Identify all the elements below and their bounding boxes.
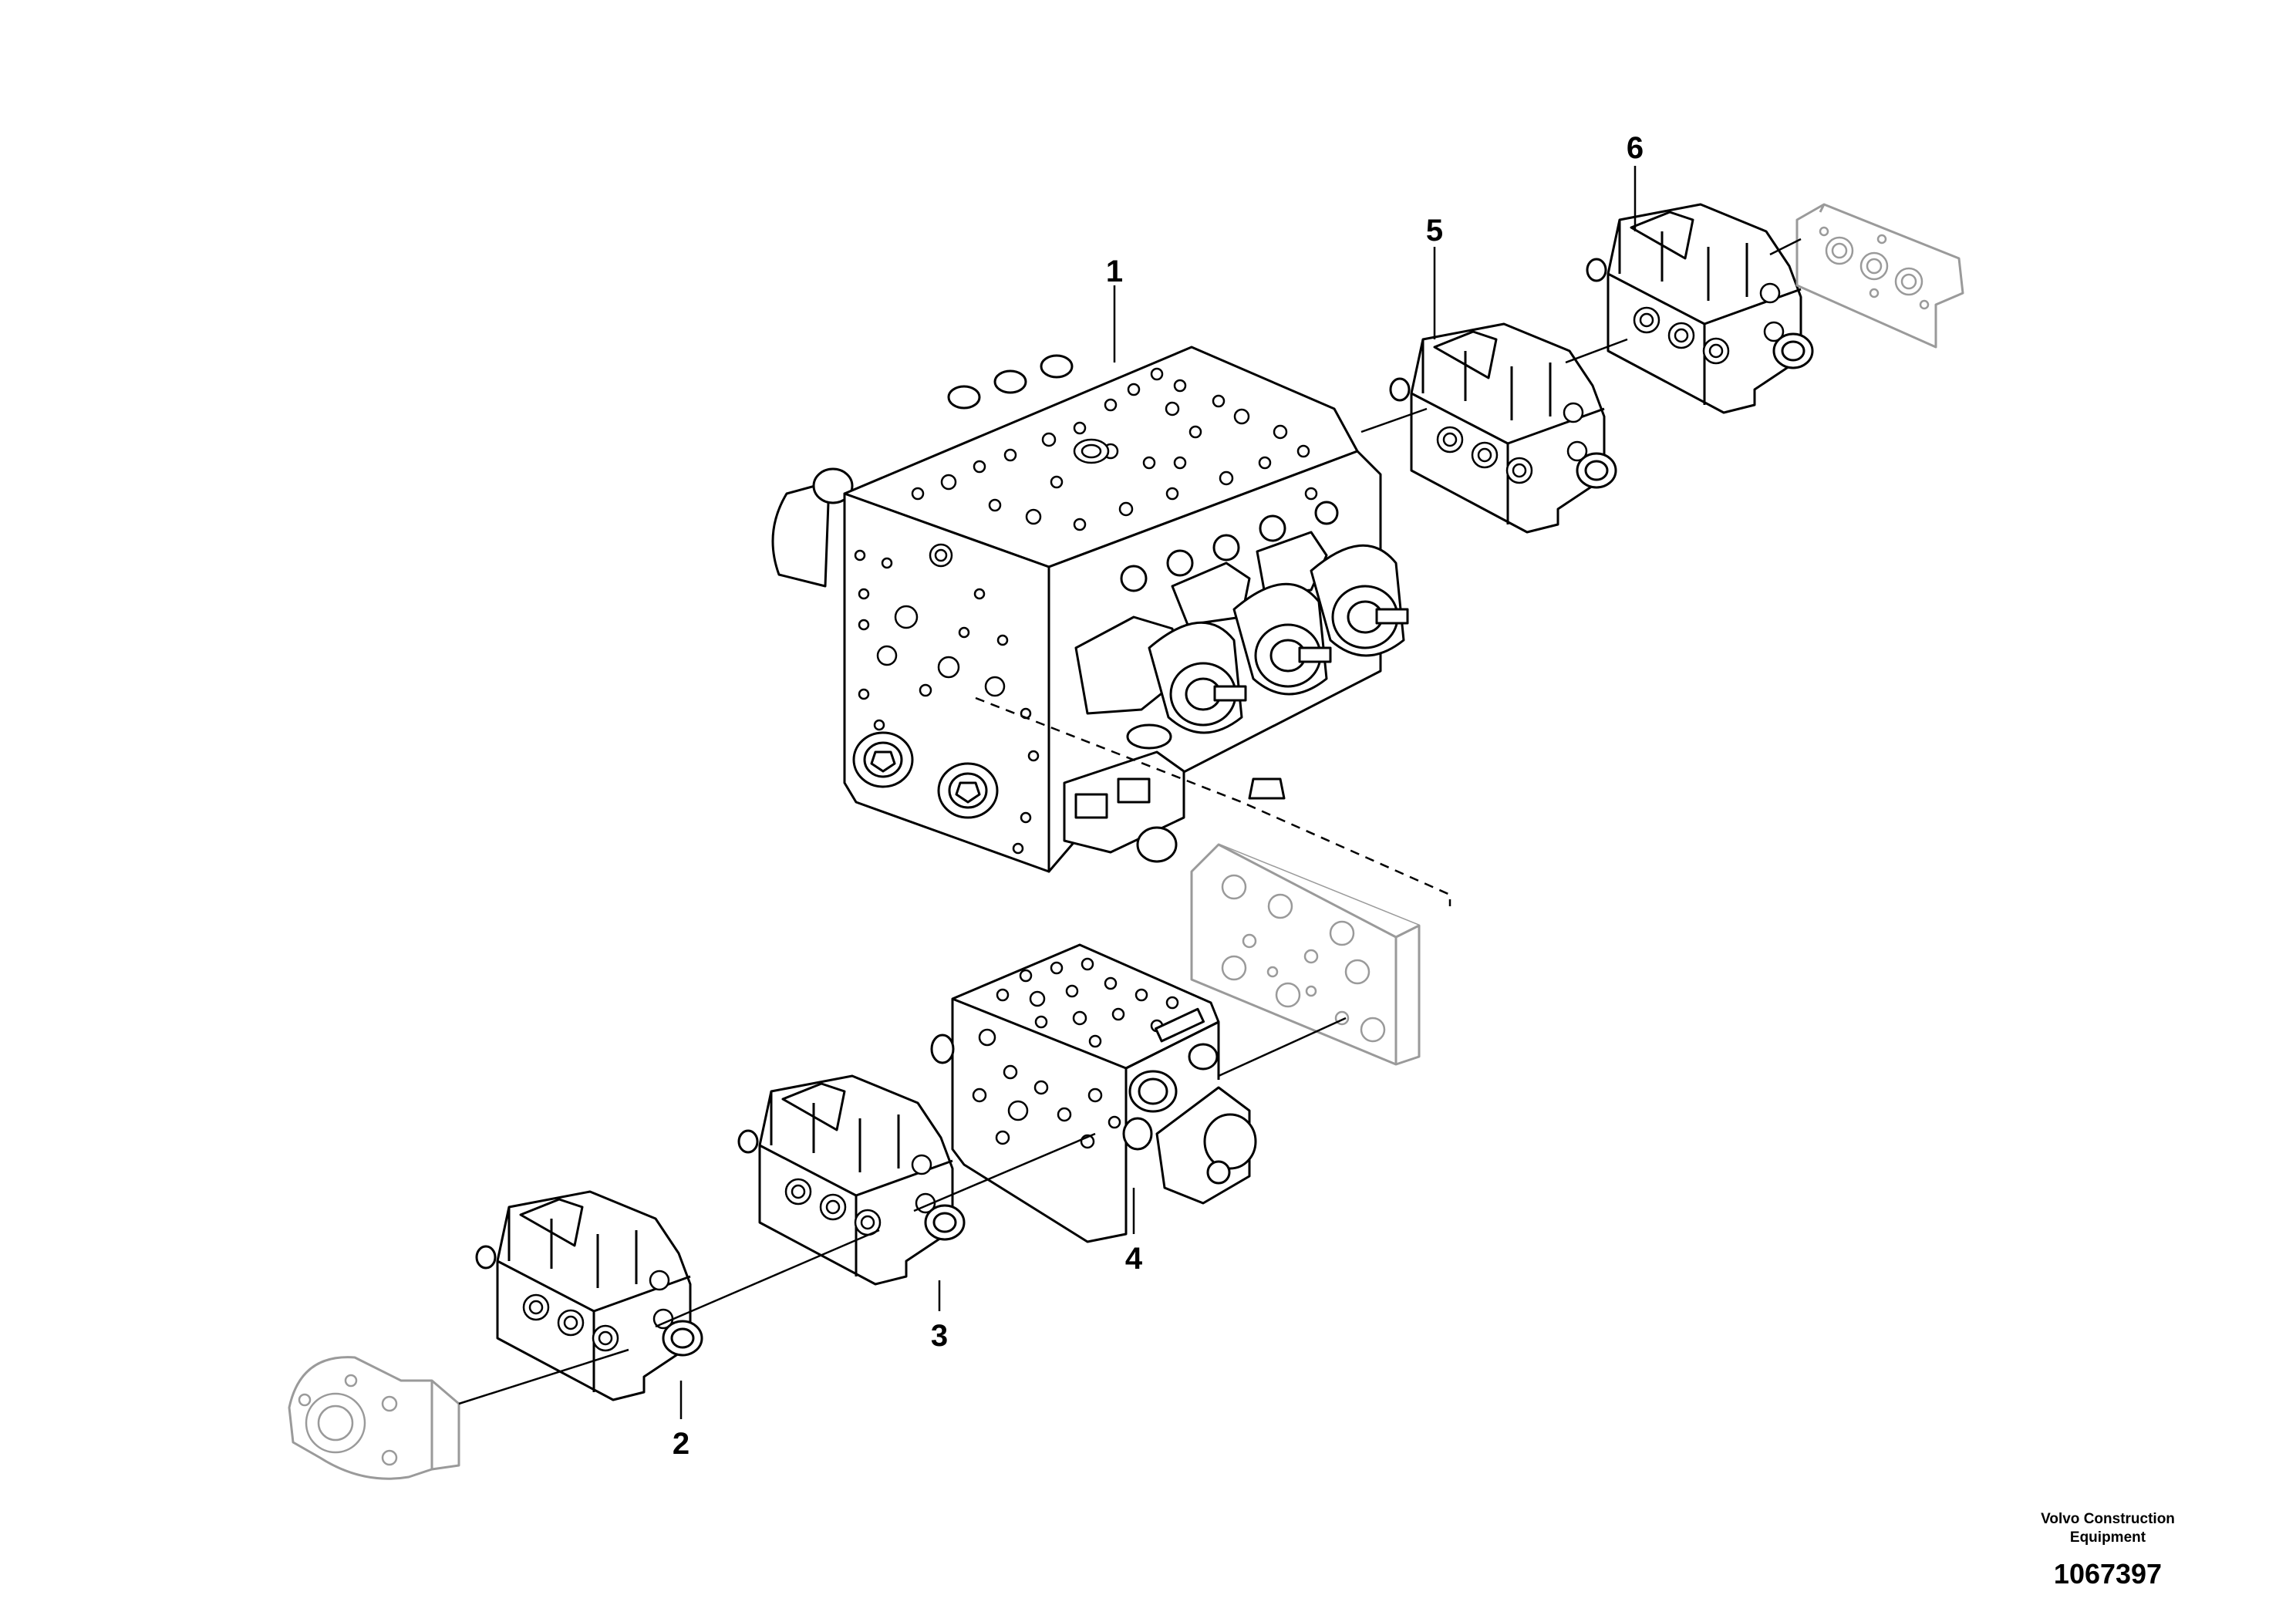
- electrical-connector: [1063, 750, 1185, 863]
- callout-2: 2: [673, 1427, 689, 1461]
- brand-line-2: Equipment: [2069, 1529, 2146, 1546]
- drawing-number: 1067397: [2053, 1558, 2163, 1590]
- valve-section-2: [475, 1190, 703, 1401]
- callout-leaders: [679, 166, 1637, 1419]
- callout-1: 1: [1106, 255, 1123, 288]
- valve-section-6: [1586, 203, 1814, 414]
- solenoid-coil: [1232, 582, 1332, 696]
- callout-5: 5: [1426, 214, 1443, 248]
- brand-label: Volvo Construction Equipment: [1984, 1510, 2231, 1547]
- ghost-mounting-plate: [1190, 843, 1421, 1066]
- ghost-end-plate-top: [1795, 203, 1964, 349]
- callout-4: 4: [1125, 1242, 1143, 1276]
- valve-section-5: [1389, 322, 1617, 534]
- callout-6: 6: [1627, 131, 1644, 165]
- callout-3: 3: [931, 1319, 948, 1353]
- hex-plug: [852, 731, 914, 788]
- ghost-inlet-cover: [288, 1356, 460, 1480]
- solenoid-coil: [1310, 544, 1409, 657]
- main-valve-block: [771, 346, 1409, 873]
- connection-lines: [458, 238, 1802, 1405]
- valve-section-3: [737, 1074, 966, 1286]
- solenoid-coil: [1122, 1086, 1257, 1205]
- solenoid-coil: [1148, 621, 1247, 734]
- brand-line-1: Volvo Construction: [2041, 1511, 2175, 1527]
- hex-plug: [937, 762, 999, 819]
- valve-section-4: [930, 943, 1257, 1243]
